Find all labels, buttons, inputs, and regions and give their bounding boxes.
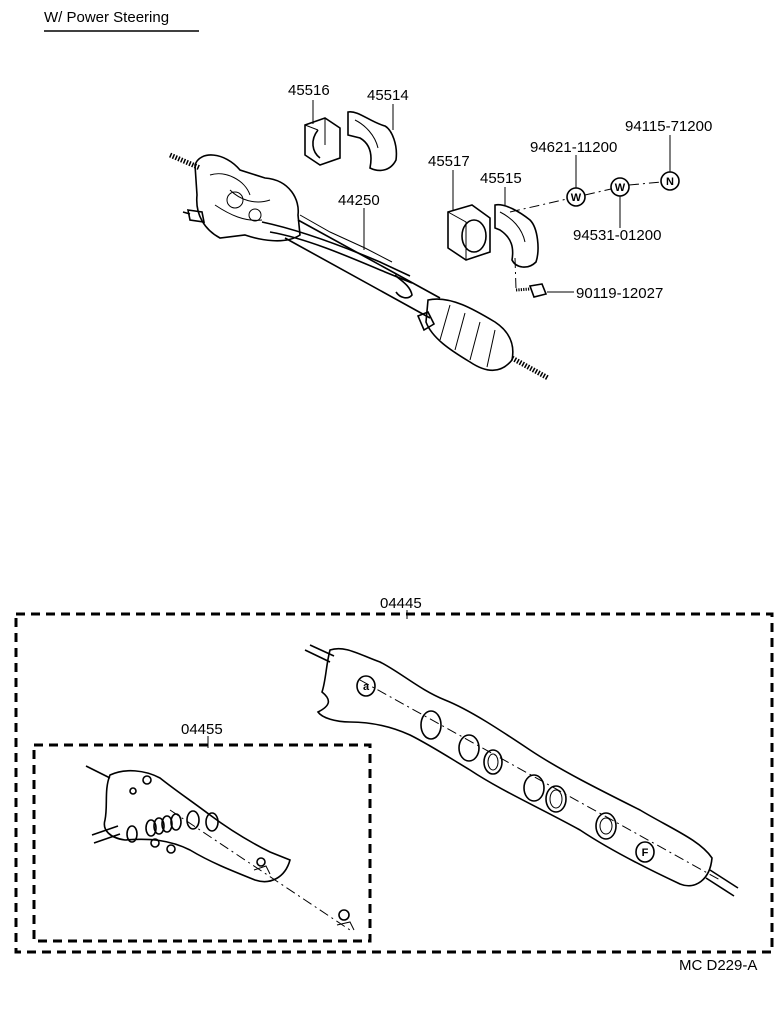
part-45514-bracket bbox=[347, 111, 398, 172]
label-94621-11200: 94621-11200 bbox=[530, 139, 617, 156]
part-45517-bushing bbox=[447, 204, 491, 261]
label-04445: 04445 bbox=[380, 595, 422, 612]
svg-text:a: a bbox=[363, 681, 370, 693]
label-45517: 45517 bbox=[428, 153, 470, 170]
assembly-line-upper bbox=[509, 181, 662, 213]
kit-04445-border bbox=[14, 612, 774, 954]
label-04455: 04455 bbox=[181, 721, 223, 738]
svg-text:F: F bbox=[642, 847, 649, 859]
diagram-code: MC D229-A bbox=[679, 957, 757, 974]
svg-text:W: W bbox=[615, 182, 626, 194]
svg-text:N: N bbox=[666, 176, 674, 188]
part-45515-bracket bbox=[494, 203, 539, 268]
washer-w-icon-1: W bbox=[566, 187, 586, 207]
assembly-line-bolt bbox=[514, 257, 517, 290]
kit-04445-seals: a F bbox=[304, 644, 739, 897]
part-90119-bolt bbox=[515, 283, 548, 298]
steering-rack-assembly bbox=[169, 152, 550, 381]
label-44250: 44250 bbox=[338, 192, 380, 209]
header-title: W/ Power Steering bbox=[44, 9, 169, 26]
label-45516: 45516 bbox=[288, 82, 330, 99]
label-45515: 45515 bbox=[480, 170, 522, 187]
label-90119-12027: 90119-12027 bbox=[576, 285, 663, 302]
kit-04455-border bbox=[32, 743, 372, 943]
leader-lines bbox=[312, 100, 671, 293]
svg-text:W: W bbox=[571, 192, 582, 204]
label-94531-01200: 94531-01200 bbox=[573, 227, 661, 244]
nut-n-icon: N bbox=[660, 171, 680, 191]
kit-04455-seals bbox=[85, 765, 355, 931]
washer-w-icon-2: W bbox=[610, 177, 630, 197]
label-45514: 45514 bbox=[367, 87, 409, 104]
label-94115-71200: 94115-71200 bbox=[625, 118, 712, 135]
part-45516-bushing bbox=[304, 117, 341, 166]
